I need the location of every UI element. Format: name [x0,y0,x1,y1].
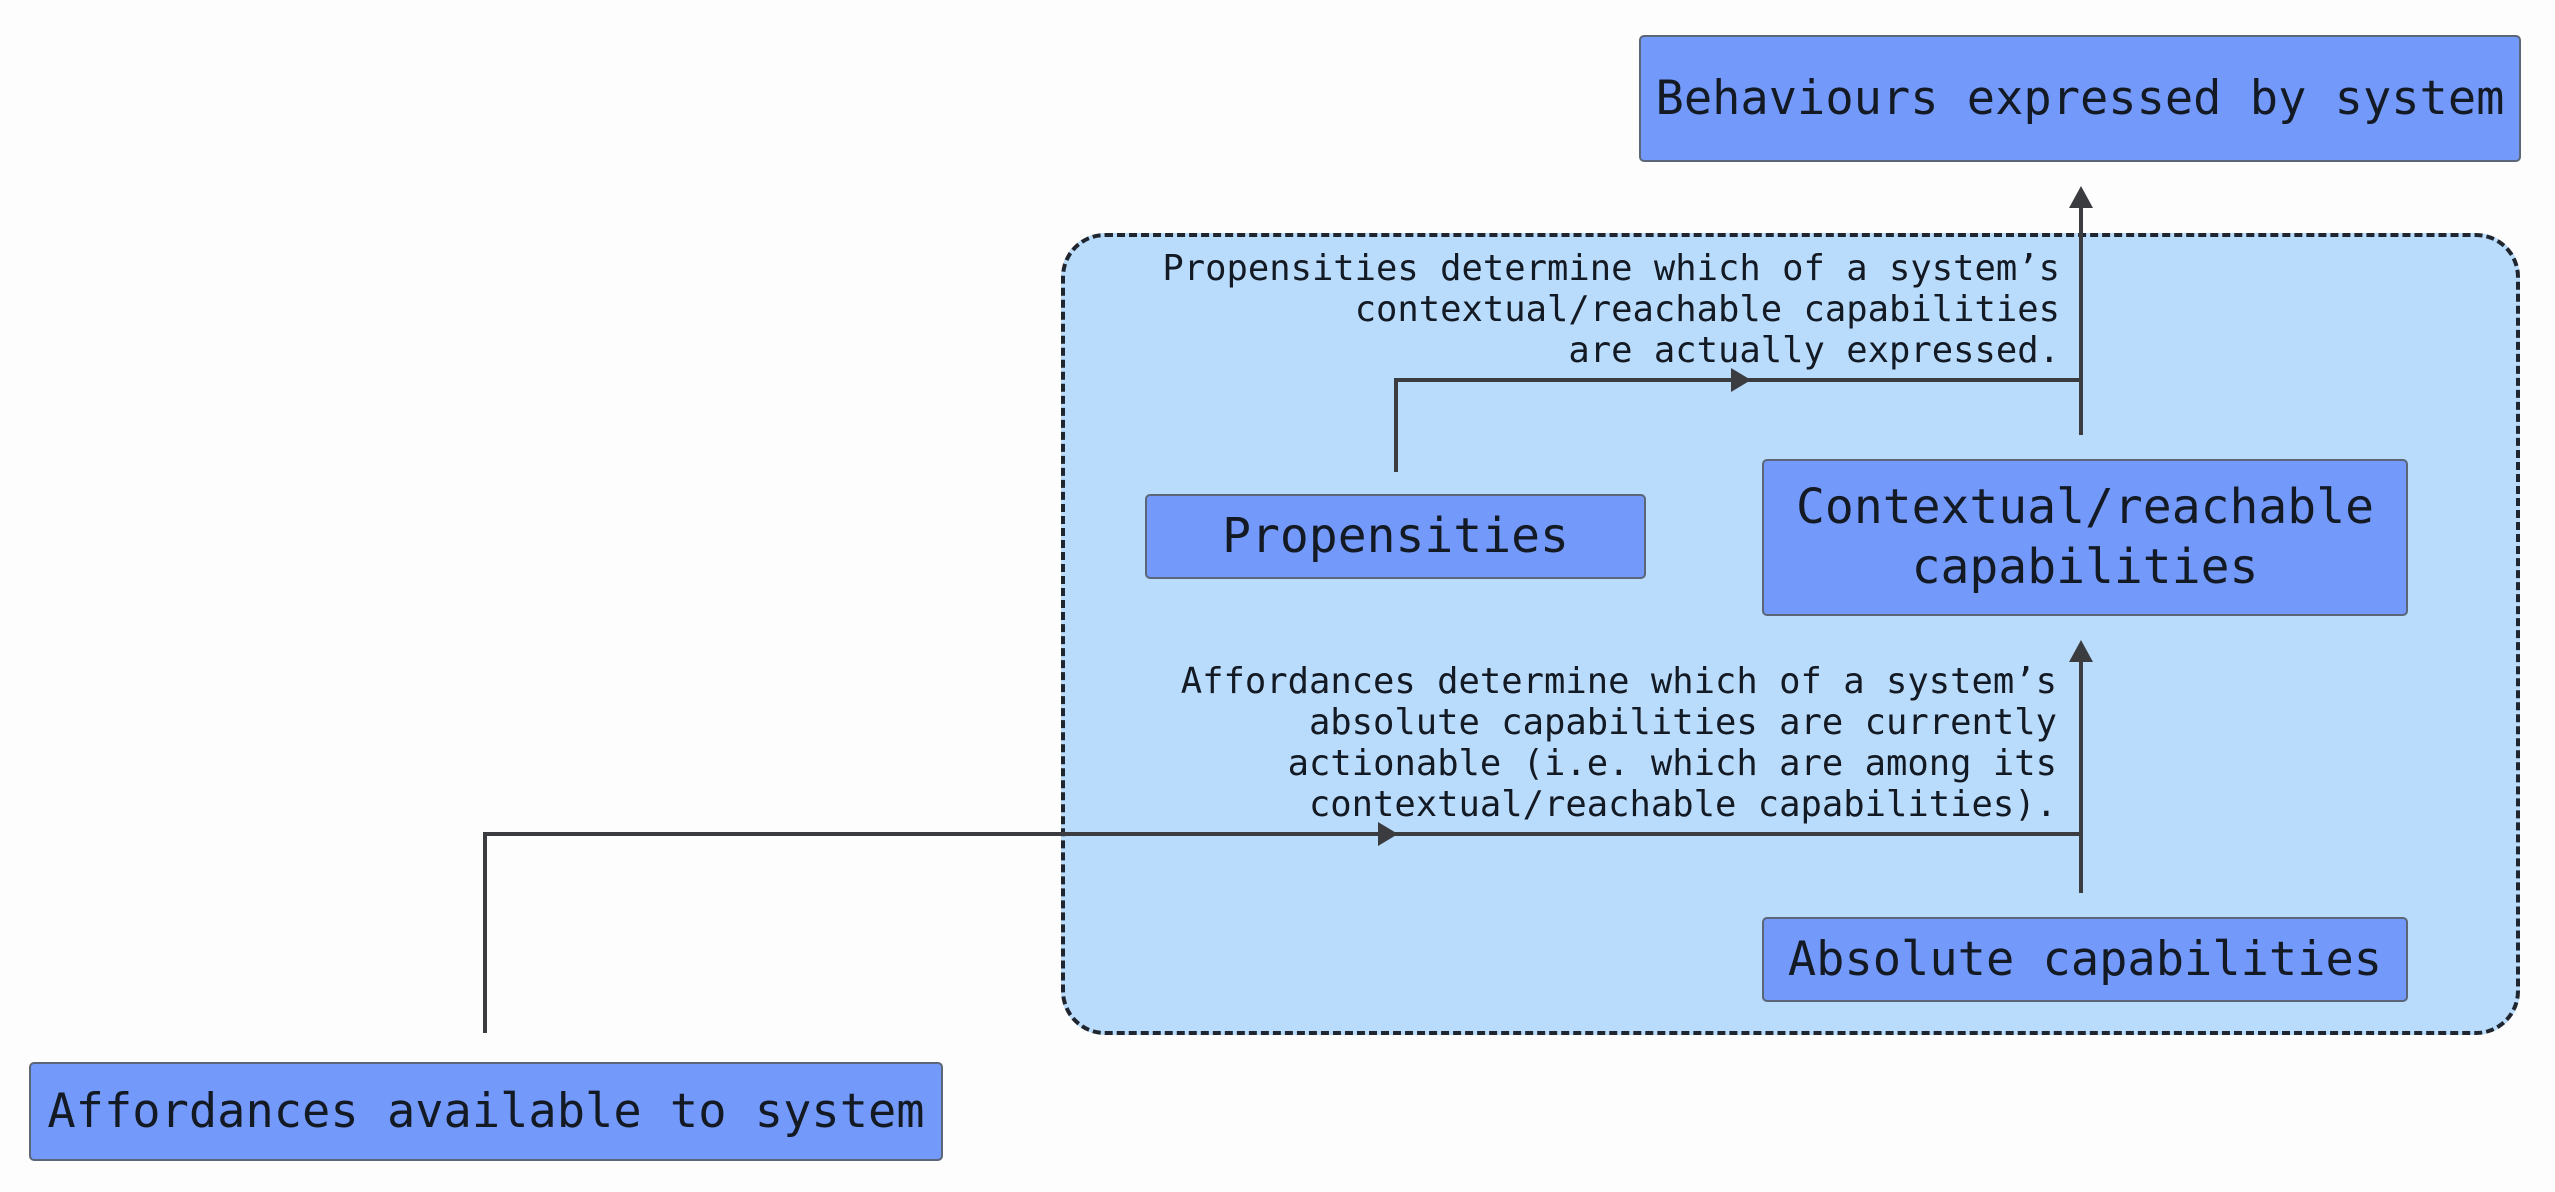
affordances-box: Affordances available to system [29,1062,943,1161]
contextual-arrowhead [2069,640,2093,662]
behaviours-label: Behaviours expressed by system [1655,70,2505,126]
propensities-box: Propensities [1145,494,1646,579]
contextual-capabilities-label: Contextual/reachable capabilities [1796,479,2374,595]
affordances-note: Affordances determine which of a system’… [1180,661,2057,825]
absolute-capabilities-label: Absolute capabilities [1787,931,2383,987]
absolute-capabilities-box: Absolute capabilities [1762,917,2408,1002]
propensities-arrowhead [1731,368,1751,392]
propensities-label: Propensities [1222,507,1569,564]
behaviours-box: Behaviours expressed by system [1639,35,2521,162]
propensities-connector [1394,378,2081,472]
affordances-arrowhead [1378,822,1398,846]
contextual-capabilities-box: Contextual/reachable capabilities [1762,459,2408,616]
behaviours-arrowhead [2069,186,2093,208]
affordances-connector [483,832,2081,1033]
system-region [1061,233,2520,1035]
propensities-note: Propensities determine which of a system… [1162,248,2060,371]
affordances-label: Affordances available to system [47,1083,925,1139]
